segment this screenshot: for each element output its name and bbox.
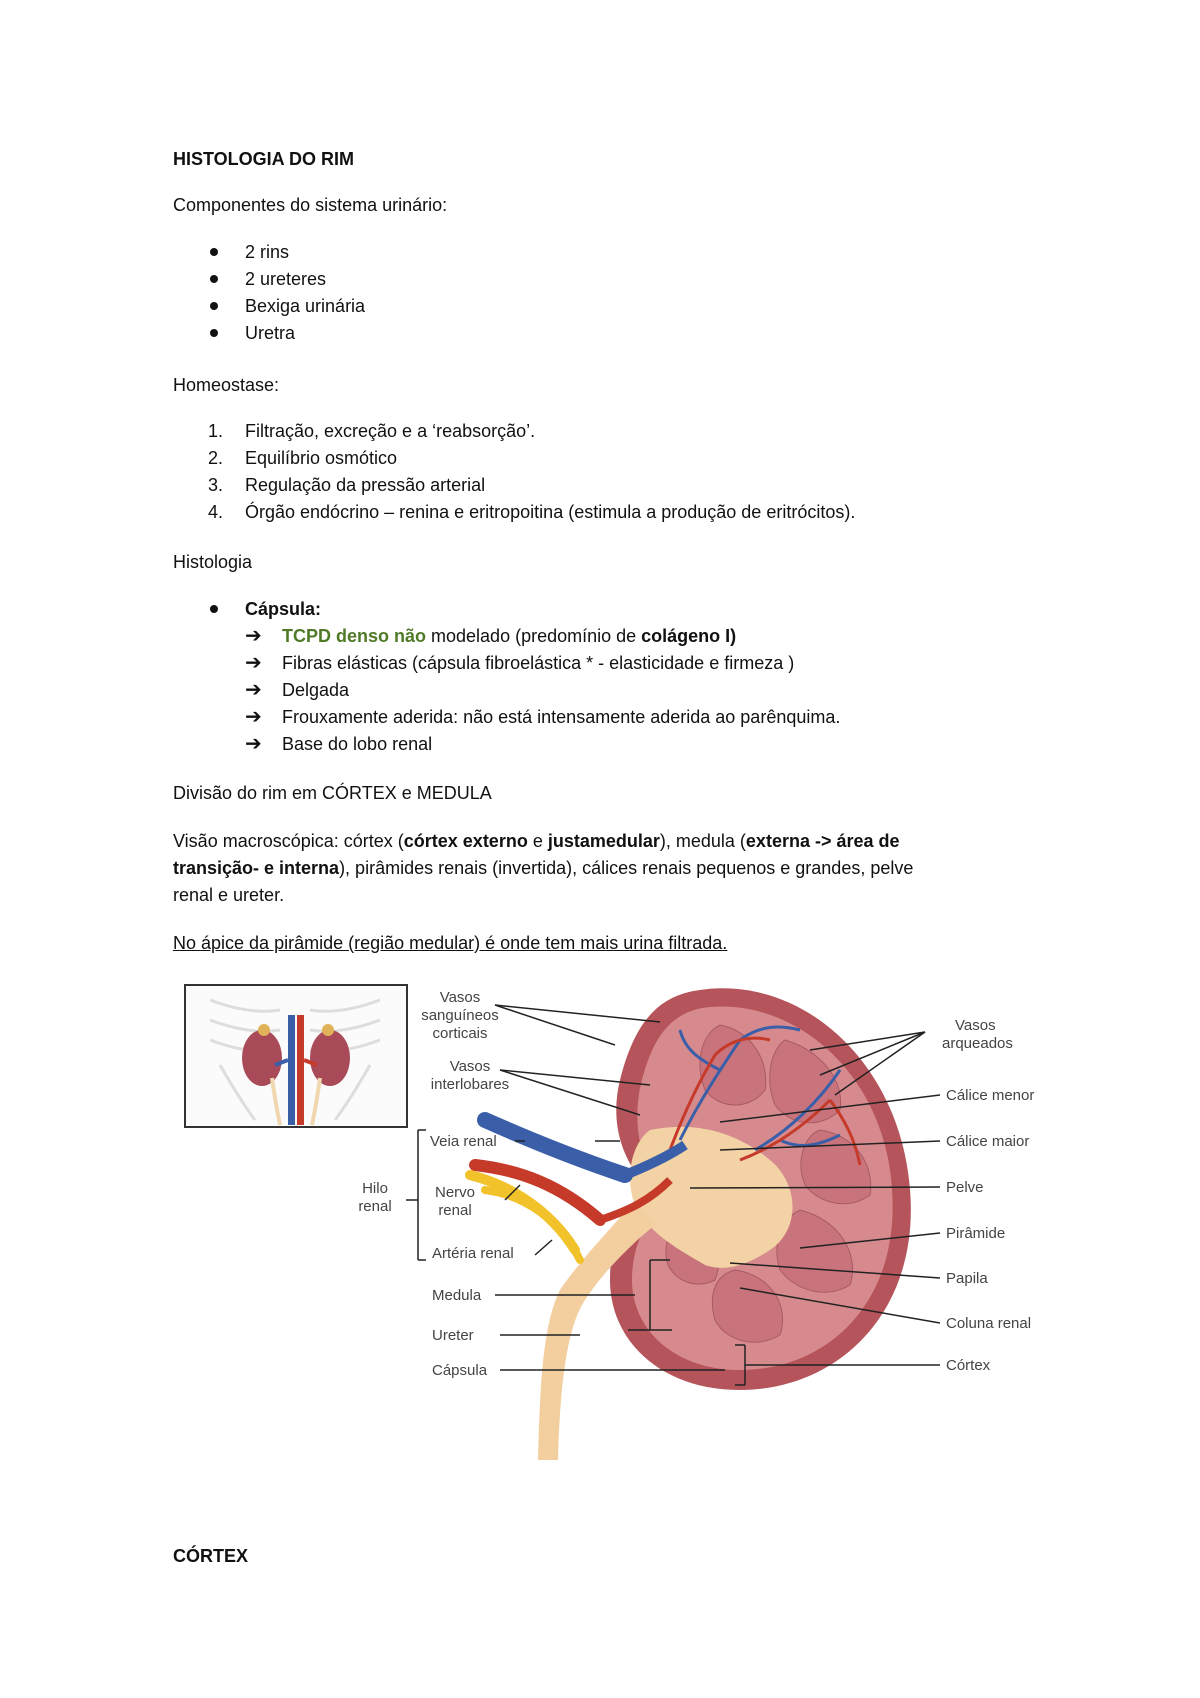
histology-heading: Histologia	[173, 552, 253, 572]
macro-bold: justamedular	[547, 831, 660, 851]
capsule-label: Cápsula:	[245, 599, 322, 619]
list-item: 2 ureteres	[245, 269, 327, 289]
right-arrow-icon: ➔	[245, 652, 262, 674]
list-number: 4.	[208, 502, 224, 522]
list-item: Filtração, excreção e a ‘reabsorção’.	[245, 421, 536, 441]
apex-note: No ápice da pirâmide (região medular) é …	[173, 933, 728, 953]
label-arteria-renal: Artéria renal	[432, 1245, 514, 1262]
kidney-cross-section	[465, 988, 911, 1460]
body-inset-image	[184, 984, 408, 1128]
label-ureter: Ureter	[432, 1327, 474, 1344]
list-item: Órgão endócrino – renina e eritropoitina…	[245, 502, 856, 522]
collagen-text: colágeno I)	[641, 626, 737, 646]
macro-bold: córtex externo	[403, 831, 528, 851]
capsule-item-text: modelado (predomínio de	[426, 626, 642, 646]
list-item: Equilíbrio osmótico	[245, 448, 398, 468]
label-veia-renal: Veia renal	[430, 1133, 497, 1150]
list-number: 1.	[208, 421, 224, 441]
document-title: HISTOLOGIA DO RIM	[173, 149, 355, 169]
leader-lines	[406, 1004, 941, 1386]
macro-line-2: transição- e interna), pirâmides renais …	[173, 857, 913, 879]
bullet-icon	[210, 248, 218, 256]
right-arrow-icon: ➔	[245, 625, 262, 647]
macro-bold: transição- e interna	[173, 858, 340, 878]
list-number: 3.	[208, 475, 224, 495]
capsule-item: Fibras elásticas (cápsula fibroelástica …	[282, 653, 795, 673]
list-item: Uretra	[245, 323, 296, 343]
macro-bold: externa -> área de	[745, 831, 900, 851]
hilum-vessels	[465, 1112, 688, 1264]
capsule-item: Base do lobo renal	[282, 734, 433, 754]
right-arrow-icon: ➔	[245, 679, 262, 701]
bullet-icon	[210, 605, 218, 613]
right-arrow-icon: ➔	[245, 706, 262, 728]
label-piramide: Pirâmide	[946, 1225, 1005, 1242]
macro-text: e	[527, 831, 548, 851]
capsule-item: TCPD denso não modelado (predomínio de c…	[282, 625, 736, 647]
macro-text: ), pirâmides renais (invertida), cálices…	[339, 858, 914, 878]
division-text: Divisão do rim em CÓRTEX e MEDULA	[173, 783, 492, 803]
label-cortex: Córtex	[946, 1357, 991, 1374]
macro-text: Visão macroscópica: córtex (	[173, 831, 404, 851]
bullet-icon	[210, 275, 218, 283]
macro-line-1: Visão macroscópica: córtex (córtex exter…	[173, 830, 900, 852]
components-heading: Componentes do sistema urinário:	[173, 195, 448, 215]
label-papila: Papila	[946, 1270, 988, 1287]
label-capsula: Cápsula	[432, 1362, 488, 1379]
homeostasis-heading: Homeostase:	[173, 375, 280, 395]
bullet-icon	[210, 302, 218, 310]
macro-line-3: renal e ureter.	[173, 885, 285, 905]
label-coluna-renal: Coluna renal	[946, 1315, 1031, 1332]
macro-text: ), medula (	[659, 831, 746, 851]
label-medula: Medula	[432, 1287, 482, 1304]
list-item: Bexiga urinária	[245, 296, 366, 316]
label-calice-menor: Cálice menor	[946, 1087, 1034, 1104]
list-item: Regulação da pressão arterial	[245, 475, 486, 495]
capsule-item: Delgada	[282, 680, 350, 700]
right-arrow-icon: ➔	[245, 733, 262, 755]
list-number: 2.	[208, 448, 224, 468]
tcpd-highlight: TCPD denso não	[282, 626, 427, 646]
bullet-icon	[210, 329, 218, 337]
cortex-heading: CÓRTEX	[173, 1546, 249, 1566]
label-calice-maior: Cálice maior	[946, 1133, 1029, 1150]
capsule-item: Frouxamente aderida: não está intensamen…	[282, 707, 841, 727]
label-pelve: Pelve	[946, 1179, 984, 1196]
list-item: 2 rins	[245, 242, 290, 262]
